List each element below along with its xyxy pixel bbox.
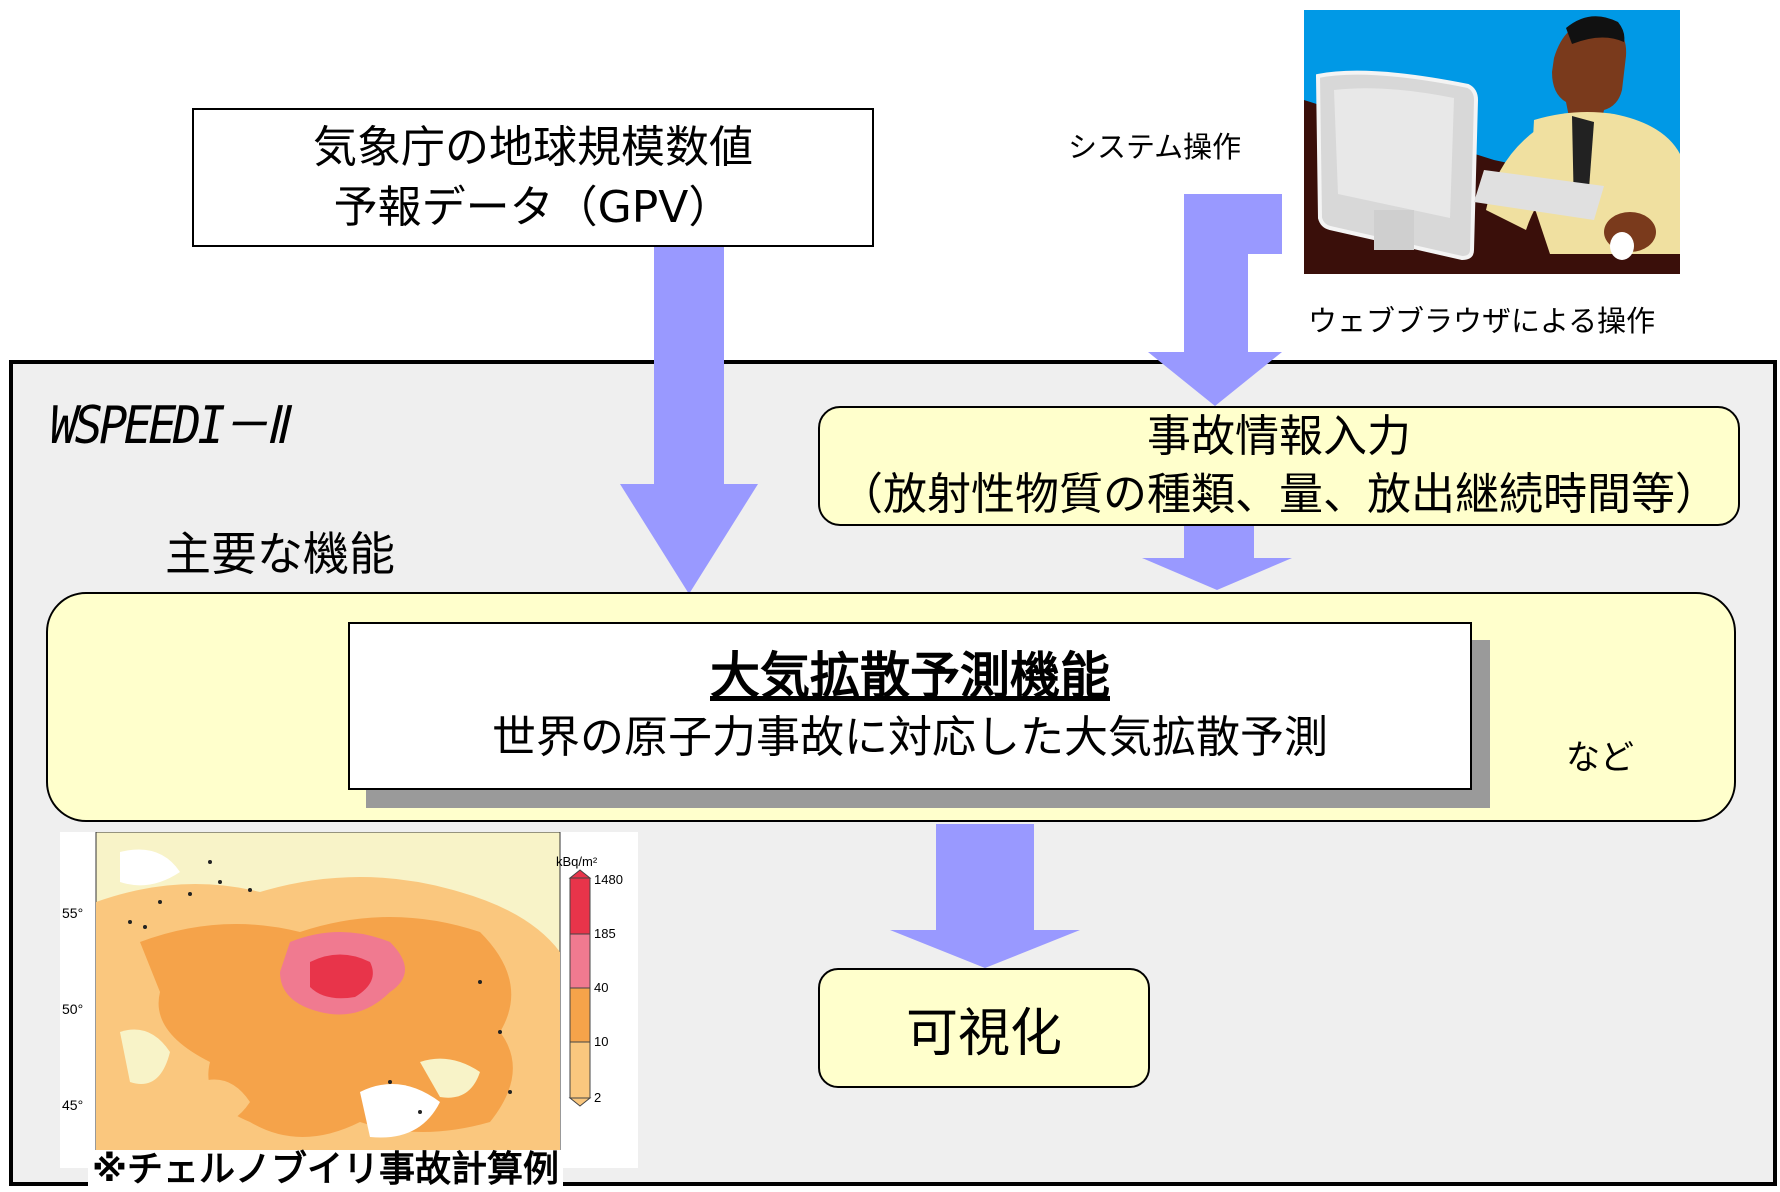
gpv-line1: 気象庁の地球規模数値 xyxy=(313,121,753,173)
dispersion-function-box: 大気拡散予測機能 世界の原子力事故に対応した大気拡散予測 xyxy=(348,622,1472,790)
function-description: 世界の原子力事故に対応した大気拡散予測 xyxy=(492,712,1328,763)
legend-band-1480 xyxy=(569,877,591,935)
lat-label-45: 45° xyxy=(62,1097,83,1113)
system-title: WSPEEDI－Ⅱ xyxy=(50,396,288,456)
legend-label-185: 185 xyxy=(594,926,616,941)
gpv-data-box: 気象庁の地球規模数値 予報データ（GPV） xyxy=(192,108,874,247)
legend-label-2: 2 xyxy=(594,1090,601,1105)
arrow-gpv-to-functions xyxy=(620,244,758,594)
coastline-dots xyxy=(128,860,512,1114)
legend-label-10: 10 xyxy=(594,1034,608,1049)
arrow-input-to-functions xyxy=(1142,526,1292,590)
lat-label-55: 55° xyxy=(62,905,83,921)
arrow-operator-to-input xyxy=(1148,194,1282,406)
lat-label-50: 50° xyxy=(62,1001,83,1017)
chernobyl-map-example: 55° 50° 45° kBq/m² 1480 185 40 10 2 xyxy=(60,831,638,1168)
input-line1: 事故情報入力 xyxy=(1147,411,1411,462)
visualization-box: 可視化 xyxy=(818,968,1150,1088)
main-functions-label: 主要な機能 xyxy=(165,527,395,581)
accident-input-box: 事故情報入力 （放射性物質の種類、量、放出継続時間等） xyxy=(818,406,1740,526)
etc-label: など xyxy=(1566,738,1634,778)
system-operation-label: システム操作 xyxy=(1068,130,1242,164)
legend-label-40: 40 xyxy=(594,980,608,995)
legend-unit: kBq/m² xyxy=(556,854,598,869)
arrow-functions-to-visualization xyxy=(890,824,1080,968)
legend-band-10 xyxy=(569,1041,591,1099)
legend-band-185 xyxy=(569,933,591,989)
legend-label-1480: 1480 xyxy=(594,872,623,887)
legend-band-40 xyxy=(569,987,591,1043)
operator-illustration xyxy=(1304,10,1680,274)
deposition-map: 55° 50° 45° kBq/m² 1480 185 40 10 2 xyxy=(62,831,623,1153)
web-browser-operation-label: ウェブブラウザによる操作 xyxy=(1308,304,1656,338)
map-caption: ※チェルノブイリ事故計算例 xyxy=(88,1150,563,1190)
gpv-line2: 予報データ（GPV） xyxy=(333,181,733,233)
function-title: 大気拡散予測機能 xyxy=(710,647,1110,705)
input-line2: （放射性物質の種類、量、放出継続時間等） xyxy=(839,469,1719,520)
